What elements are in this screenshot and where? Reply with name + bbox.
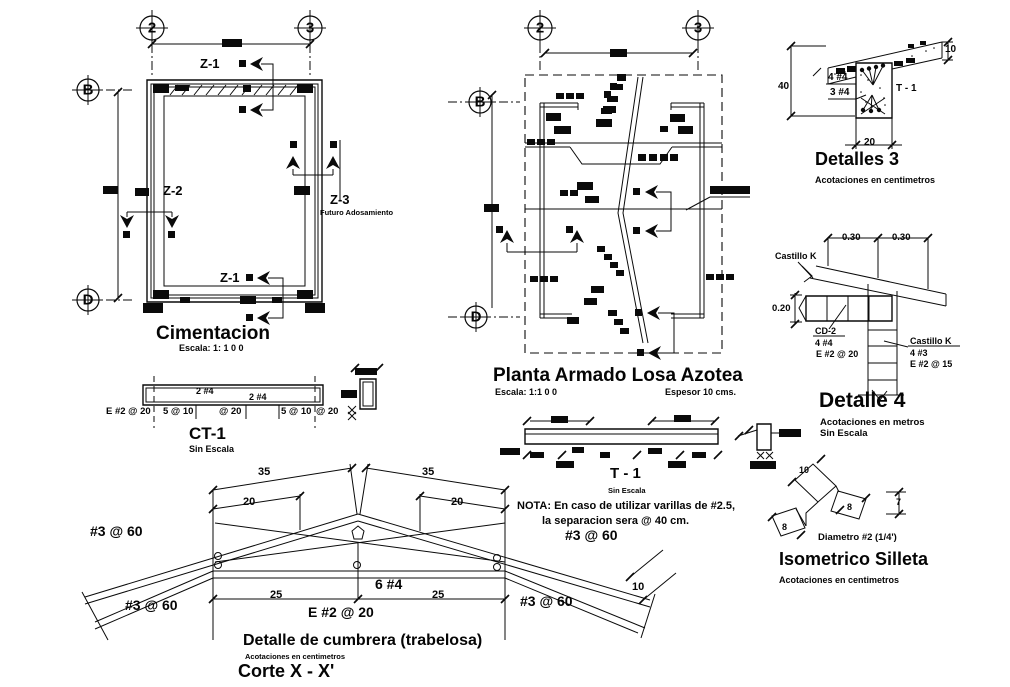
detalles3-dim-left: 40 <box>778 81 790 92</box>
cumbrera-ridge-bars: 6 #4 <box>375 576 403 592</box>
detalles3-dim-top: 10 <box>945 44 957 55</box>
silleta-dim-8-right: 8 <box>847 502 853 512</box>
ct1-spacing-5: @ 20 <box>316 406 339 417</box>
z1-top-label: Z-1 <box>200 56 220 71</box>
cimentacion-plan-linework <box>72 10 340 325</box>
detalles3-bars-top: 4 #4 <box>828 72 848 83</box>
cumbrera-units: Acotaciones en centimetros <box>245 652 346 661</box>
nota-line1: NOTA: En caso de utilizar varillas de #2… <box>517 500 736 512</box>
ct1-bars-bottom-label: 2 #4 <box>249 392 267 402</box>
ct1-title: CT-1 <box>189 424 226 443</box>
z3-note-label: Futuro Adosamiento <box>320 208 394 217</box>
detalle4-scale: Sin Escala <box>820 428 868 439</box>
ct1-spacing-2: 5 @ 10 <box>163 406 194 417</box>
detalle4-cd2-name: CD-2 <box>815 326 837 336</box>
silleta-diameter-label: Diametro #2 (1/4') <box>818 532 897 543</box>
silleta-linework <box>768 455 906 539</box>
silleta-title: Isometrico Silleta <box>779 549 929 569</box>
losa-grid-bubble-d: D <box>470 308 482 326</box>
ct1-spacing-1: E #2 @ 20 <box>106 406 151 417</box>
cumbrera-rebar-bottom-right: #3 @ 60 <box>520 593 573 609</box>
cimentacion-grid-bubble-b: B <box>82 81 94 99</box>
ct1-section-linework <box>143 364 383 428</box>
cumbrera-rebar-top-left: #3 @ 60 <box>90 523 143 539</box>
silleta-dim-10: 10 <box>799 465 810 475</box>
cumbrera-dim-10: 10 <box>632 581 645 593</box>
cimentacion-grid-bubble-3: 3 <box>305 19 315 37</box>
cumbrera-dim-20-left: 20 <box>243 496 256 508</box>
silleta-units: Acotaciones en centimetros <box>779 575 900 585</box>
silleta-dim-7: 7 <box>896 497 902 507</box>
t1-title: T - 1 <box>610 465 641 482</box>
cimentacion-grid-bubble-d: D <box>82 291 94 309</box>
detalle4-linework <box>790 234 960 400</box>
silleta-dim-8-left: 8 <box>782 522 788 532</box>
losa-scale: Escala: 1:1 0 0 <box>495 387 558 397</box>
cumbrera-rebar-top-right: #3 @ 60 <box>565 527 618 543</box>
t1-scale: Sin Escala <box>608 486 646 495</box>
ct1-spacing-3: @ 20 <box>219 406 242 417</box>
detalles3-units: Acotaciones en centimetros <box>815 175 936 185</box>
ct1-spacing-4: 5 @ 10 <box>281 406 312 417</box>
ct1-bars-top-label: 2 #4 <box>196 386 214 396</box>
detalle4-castillo-name: Castillo K <box>910 336 952 346</box>
z3-label: Z-3 <box>330 192 350 207</box>
cumbrera-dim-25-right: 25 <box>432 589 445 601</box>
cumbrera-stirrups: E #2 @ 20 <box>308 604 374 620</box>
cumbrera-section-title: Corte X - X' <box>238 661 335 681</box>
cumbrera-title: Detalle de cumbrera (trabelosa) <box>243 632 483 649</box>
cumbrera-dim-35-right: 35 <box>422 466 435 478</box>
detalle4-title: Detalle 4 <box>819 389 906 412</box>
cumbrera-linework <box>82 464 676 640</box>
t1-section-linework <box>500 415 801 469</box>
detalle4-dim-030-left: 0.30 <box>842 232 861 243</box>
cimentacion-grid-bubble-2: 2 <box>147 19 157 37</box>
ct1-scale: Sin Escala <box>189 444 235 454</box>
nota-line2: la separacion sera @ 40 cm. <box>542 515 690 527</box>
z1-bottom-label: Z-1 <box>220 270 240 285</box>
detalle4-cd2-stirrups: E #2 @ 20 <box>816 349 859 359</box>
detalle4-dim-030-right: 0.30 <box>892 232 911 243</box>
losa-grid-bubble-3: 3 <box>693 19 703 37</box>
detalle4-castillo-stirrups: E #2 @ 15 <box>910 359 953 369</box>
detalle4-cd2-bars: 4 #4 <box>815 338 833 348</box>
detalles3-title: Detalles 3 <box>815 149 900 169</box>
detalles3-ref: T - 1 <box>896 83 917 94</box>
detalles3-dim-bottom: 20 <box>864 137 876 148</box>
losa-thickness: Espesor 10 cms. <box>665 387 737 397</box>
z2-label: Z-2 <box>163 183 183 198</box>
cumbrera-dim-25-left: 25 <box>270 589 283 601</box>
cumbrera-rebar-bottom-left: #3 @ 60 <box>125 597 178 613</box>
detalle4-castillo-top-label: Castillo K <box>775 251 817 261</box>
detalle4-castillo-bars: 4 #3 <box>910 348 928 358</box>
losa-title: Planta Armado Losa Azotea <box>493 365 743 386</box>
cumbrera-dim-35-left: 35 <box>258 466 271 478</box>
cumbrera-dim-20-right: 20 <box>451 496 464 508</box>
detalles3-bars-bottom: 3 #4 <box>830 87 850 98</box>
detalle4-units: Acotaciones en metros <box>820 417 925 428</box>
losa-grid-bubble-b: B <box>474 93 486 111</box>
detalles3-linework <box>787 38 953 149</box>
losa-plan-linework <box>448 10 750 360</box>
cimentacion-scale: Escala: 1: 1 0 0 <box>179 343 244 353</box>
losa-grid-bubble-2: 2 <box>535 19 545 37</box>
cimentacion-title: Cimentacion <box>156 323 271 344</box>
detalle4-dim-020: 0.20 <box>772 303 791 314</box>
